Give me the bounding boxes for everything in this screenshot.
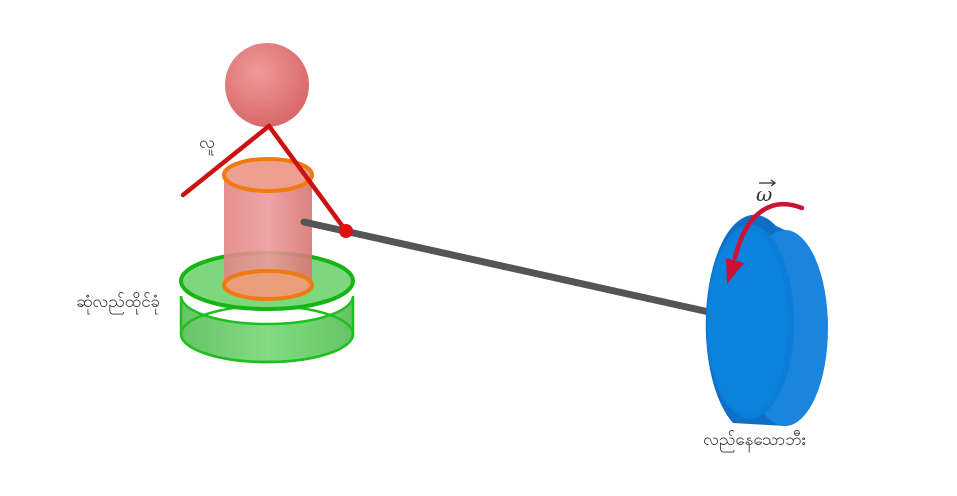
person-head <box>225 43 309 127</box>
hand-grip <box>339 224 353 238</box>
seat-post <box>222 157 314 301</box>
vector-arrow-icon <box>759 179 777 187</box>
omega-text: ω <box>756 182 772 206</box>
post-top-rim <box>222 157 314 193</box>
label-swivel-stool: ဆုံလည်ထိုင်ခုံ <box>76 292 160 315</box>
curved-arrow-icon <box>726 201 805 284</box>
omega-symbol: ω <box>756 179 777 206</box>
spinning-wheel <box>705 214 828 426</box>
label-person: လူ <box>199 133 215 156</box>
post-bottom-rim <box>222 269 314 301</box>
person-figure <box>180 43 353 238</box>
post-body <box>224 175 312 299</box>
person-right-arm <box>266 123 349 234</box>
person-left-arm <box>180 123 272 198</box>
axle <box>300 218 722 318</box>
label-spinning-wheel: လည်နေသောဘီး <box>703 430 806 453</box>
wheel-face-shade <box>708 230 788 414</box>
